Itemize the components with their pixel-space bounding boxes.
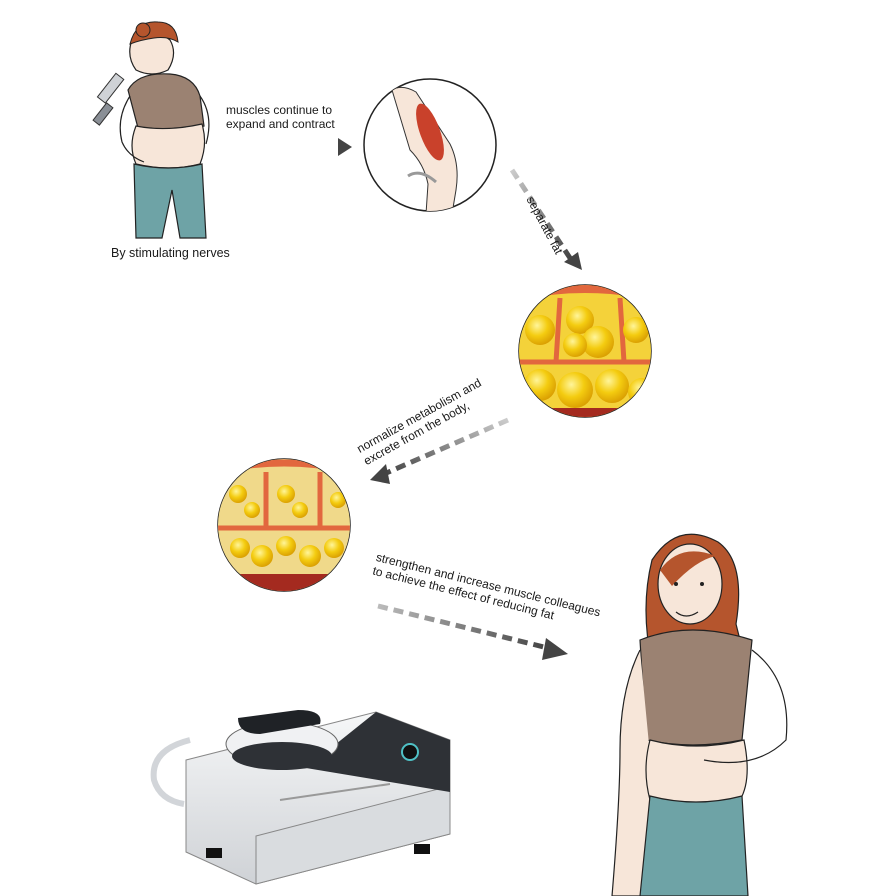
step1-line2: expand and contract <box>226 117 335 131</box>
handpiece-icon <box>92 72 125 126</box>
caption-text: By stimulating nerves <box>111 246 230 260</box>
arrow-step1 <box>222 138 352 156</box>
step1-line1: muscles continue to <box>226 103 333 117</box>
fat-cells-circle-2 <box>217 458 351 592</box>
woman-before-figure <box>92 21 210 239</box>
arrow-step3 <box>370 417 509 484</box>
step1-label: muscles continue to expand and contract <box>226 103 335 131</box>
woman-after-figure <box>611 533 788 896</box>
arrow-step2 <box>509 168 582 270</box>
arrow-step4 <box>377 603 568 660</box>
fat-cells-circle-1 <box>518 284 652 418</box>
muscle-arm-circle <box>363 78 497 212</box>
ems-device <box>150 710 451 885</box>
